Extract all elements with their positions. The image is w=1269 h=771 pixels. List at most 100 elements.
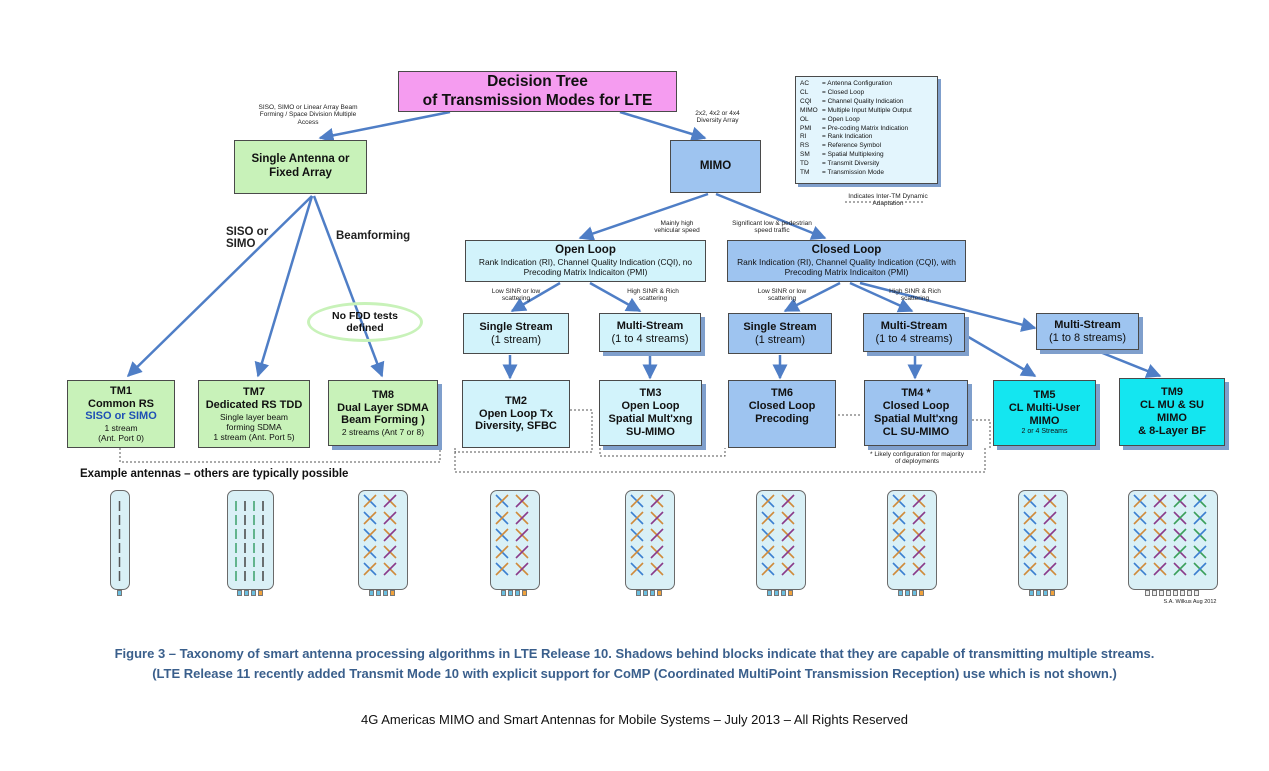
siso-simo-linear-label: SISO, SIMO or Linear Array Beam Forming … xyxy=(258,104,358,126)
legend-entry: RI= Rank Indication xyxy=(800,133,933,142)
legend-entry: CL= Closed Loop xyxy=(800,89,933,98)
single-antenna-node: Single Antenna or Fixed Array xyxy=(234,140,367,194)
legend-entry: OL = Open Loop xyxy=(800,116,933,125)
legend-value: = Pre-coding Matrix Indication xyxy=(822,124,909,132)
edge-cl-multi xyxy=(849,281,914,313)
cl-multi-stream-8-node: Multi-Stream (1 to 8 streams) xyxy=(1036,313,1139,350)
cl-high-sinr-label: High SINR & Rich scattering xyxy=(889,288,941,303)
edge-ol-multi xyxy=(589,281,642,313)
antenna-connectors xyxy=(116,590,122,596)
legend-key: MIMO xyxy=(800,106,818,114)
inter-tm-link-2 xyxy=(454,409,593,453)
cl-single-stream-node: Single Stream (1 stream) xyxy=(728,313,832,354)
antenna-illustration xyxy=(756,490,806,590)
tm3-node: TM3 Open Loop Spatial Mult'xng SU-MIMO xyxy=(599,380,702,446)
closed-loop-node: Closed Loop Rank Indication (RI), Channe… xyxy=(727,240,966,282)
antenna-illustration xyxy=(1128,490,1218,590)
cl-multi-stream-node: Multi-Stream (1 to 4 streams) xyxy=(863,313,965,352)
edge-mimo-cl xyxy=(715,192,827,240)
legend-value: = Spatial Multiplexing xyxy=(822,151,884,159)
antenna-illustration xyxy=(110,490,130,590)
signature: S.A. Wilkus Aug 2012 xyxy=(1163,599,1217,605)
antenna-illustration xyxy=(227,490,274,590)
vehicular-speed-label: Mainly high vehicular speed xyxy=(654,220,700,235)
edge-mimo-ol xyxy=(578,192,709,241)
legend-value: = Antenna Configuration xyxy=(822,80,892,87)
legend-entry: MIMO = Multiple Input Multiple Output xyxy=(800,107,933,116)
edge-single-tm1 xyxy=(126,195,313,378)
edge-ol-single xyxy=(510,281,561,313)
antenna-illustration xyxy=(490,490,540,590)
edge-single-tm7 xyxy=(254,195,314,378)
antenna-illustration xyxy=(887,490,937,590)
siso-or-simo-label: SISO or SIMO xyxy=(226,226,269,250)
legend-key: CQI xyxy=(800,97,812,105)
page-footer: 4G Americas MIMO and Smart Antennas for … xyxy=(361,712,908,727)
diversity-label: 2x2, 4x2 or 4x4 Diversity Array xyxy=(695,110,740,125)
legend-entry: RS = Reference Symbol xyxy=(800,142,933,151)
tm7-node: TM7 Dedicated RS TDD Single layer beam f… xyxy=(198,380,310,448)
legend-value: = Reference Symbol xyxy=(822,142,882,150)
mimo-node: MIMO xyxy=(670,140,761,193)
antenna-connectors xyxy=(369,590,395,596)
ol-high-sinr-label: High SINR & Rich scattering xyxy=(627,288,679,303)
antenna-connectors xyxy=(898,590,924,596)
legend-entry: SM= Spatial Multiplexing xyxy=(800,151,933,160)
legend-key: OL xyxy=(800,115,809,123)
legend-key: RS xyxy=(800,142,810,150)
legend-value: = Multiple Input Multiple Output xyxy=(822,106,912,114)
inter-tm-label: Indicates Inter-TM Dynamic Adaptation xyxy=(848,193,928,208)
antenna-illustration xyxy=(625,490,675,590)
cl-low-sinr-label: Low SINR or low scattering xyxy=(757,288,807,303)
legend-key: PMI xyxy=(800,124,812,132)
antenna-illustration xyxy=(358,490,408,590)
figure-caption-line1: Figure 3 – Taxonomy of smart antenna pro… xyxy=(114,646,1155,661)
tm2-node: TM2 Open Loop Tx Diversity, SFBC xyxy=(462,380,570,448)
legend-key: TM xyxy=(800,169,810,177)
figure-caption-line2: (LTE Release 11 recently added Transmit … xyxy=(152,666,1117,681)
legend-value: = Open Loop xyxy=(822,115,860,123)
edge-root-mimo xyxy=(619,110,707,142)
antenna-connectors xyxy=(767,590,793,596)
legend-entry: TD = Transmit Diversity xyxy=(800,160,933,169)
legend-entry: PMI = Pre-coding Matrix Indication xyxy=(800,125,933,134)
tm4-footnote: * Likely configuration for majority of d… xyxy=(870,451,964,466)
antenna-connectors xyxy=(501,590,527,596)
beamforming-label: Beamforming xyxy=(336,230,411,242)
antenna-connectors xyxy=(636,590,662,596)
tm5-node: TM5 CL Multi-User MIMO 2 or 4 Streams xyxy=(993,380,1096,446)
tm8-node: TM8 Dual Layer SDMA Beam Forming ) 2 str… xyxy=(328,380,438,446)
antenna-connectors xyxy=(1145,590,1199,596)
antenna-connectors xyxy=(236,590,263,596)
example-antennas-label: Example antennas – others are typically … xyxy=(80,468,349,480)
legend-key: TD xyxy=(800,160,809,168)
no-fdd-tests-ellipse: No FDD tests defined xyxy=(307,302,423,342)
tm6-node: TM6 Closed Loop Precoding xyxy=(728,380,836,448)
edge-root-single xyxy=(318,110,451,143)
edge-clm-tm5 xyxy=(964,333,1037,378)
antenna-illustration xyxy=(1018,490,1068,590)
ol-single-stream-node: Single Stream (1 stream) xyxy=(463,313,569,354)
legend-value: = Channel Quality Indication xyxy=(822,97,904,105)
legend-value: = Transmission Mode xyxy=(822,169,884,177)
antenna-connectors xyxy=(1029,590,1055,596)
inter-tm-link-6 xyxy=(972,419,991,448)
legend-entry: AC = Antenna Configuration xyxy=(800,80,933,89)
open-loop-node: Open Loop Rank Indication (RI), Channel … xyxy=(465,240,706,282)
legend-value: = Transmit Diversity xyxy=(822,160,880,168)
pedestrian-speed-label: Significant low & pedestrian speed traff… xyxy=(732,220,812,235)
legend-key: AC xyxy=(800,80,810,87)
tm9-node: TM9 CL MU & SU MIMO & 8-Layer BF xyxy=(1119,378,1225,446)
legend-entry: CQI = Channel Quality Indication xyxy=(800,98,933,107)
legend-entry: TM = Transmission Mode xyxy=(800,169,933,178)
ol-low-sinr-label: Low SINR or low scattering xyxy=(491,288,541,303)
decision-tree-title: Decision Tree of Transmission Modes for … xyxy=(398,71,677,112)
edge-single-tm8 xyxy=(312,195,385,378)
legend-key: RI xyxy=(800,133,807,141)
inter-tm-link-1 xyxy=(119,448,441,463)
ol-multi-stream-node: Multi-Stream (1 to 4 streams) xyxy=(599,313,701,352)
edge-cl-multi8 xyxy=(859,281,1037,332)
edge-cl-single xyxy=(783,281,841,313)
